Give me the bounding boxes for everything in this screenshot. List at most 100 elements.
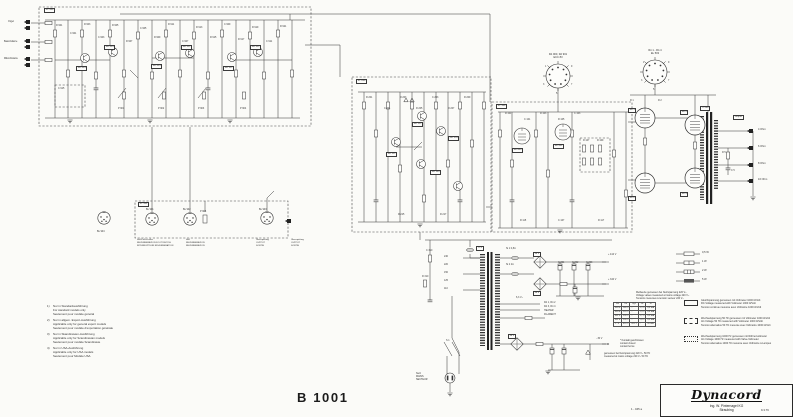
component-label: R 109 xyxy=(597,139,604,142)
wattage-label-3: 2 W xyxy=(702,269,707,272)
title-block: Dynacord Ing. W. Pinternagel KG Straubin… xyxy=(660,384,793,417)
output-jack-label-3: 8 Ohm xyxy=(758,162,766,165)
component-label: C 915 xyxy=(58,87,65,90)
rectifiers-fuses xyxy=(403,97,591,355)
component-label: R 103 xyxy=(540,112,547,115)
component-label: R 915 xyxy=(210,36,217,39)
component-label: P 903 xyxy=(198,107,205,110)
wattage-label-2: 1 W xyxy=(702,260,707,263)
component-label: C 905 xyxy=(140,27,147,30)
doc-number: 1 - 045 a xyxy=(631,407,643,411)
component-label: Gl 2 xyxy=(533,291,541,297)
component-label: BC 107 xyxy=(181,45,193,51)
component-label: Rö 3, Rö 4 xyxy=(544,305,556,308)
component-label: 110 xyxy=(444,287,448,290)
component-label: R 913 xyxy=(196,26,203,29)
component-label: R 310 xyxy=(422,275,429,278)
component-label: Bu 904 xyxy=(97,230,105,233)
component-label: 1 xyxy=(545,65,547,68)
component-label: R 907 xyxy=(126,40,133,43)
component-label: BT 200 xyxy=(356,79,368,85)
component-label: Rö 901 xyxy=(553,144,565,150)
component-label: C 103 xyxy=(574,112,581,115)
component-label: R 903 xyxy=(84,23,91,26)
component-label: Si 2 2A xyxy=(506,263,514,266)
component-label: 9 xyxy=(571,65,573,68)
tubes xyxy=(513,107,706,194)
component-label: 6,3 V~ xyxy=(516,296,523,299)
tube-socket-diagrams xyxy=(542,56,671,92)
component-label: BT 901 xyxy=(138,202,150,208)
component-label: 9 xyxy=(668,61,670,64)
component-label: 5 xyxy=(556,92,558,95)
component-label: + 410 V xyxy=(608,253,617,256)
component-label: Rö 4 xyxy=(680,192,689,198)
component-label: BC 107 xyxy=(412,122,424,128)
mains-transformer xyxy=(480,252,500,350)
component-label: R 201 xyxy=(366,96,373,99)
component-label: R 1 xyxy=(630,99,634,102)
component-label: Rö 3 xyxy=(680,110,689,116)
component-label: Tr 1 xyxy=(476,246,484,252)
component-label: 125 xyxy=(444,279,448,282)
component-label: R 909 xyxy=(154,36,161,39)
component-label: Rö 1, Rö 2 xyxy=(544,301,556,304)
component-label: FILAMENT xyxy=(544,313,556,316)
component-label: S 1 xyxy=(446,339,450,342)
component-label: BC 113 xyxy=(430,170,442,176)
component-label: BC 413 xyxy=(104,45,116,51)
legend-ac50: Wechselspannung 50 Hz gemessen mit Voltm… xyxy=(684,317,770,327)
resistors xyxy=(44,21,730,346)
component-label: R 5 xyxy=(722,151,726,154)
component-label: C 909 xyxy=(224,23,231,26)
company-city: Straubing xyxy=(719,408,734,413)
revision-date: 9.3.76 xyxy=(761,408,769,412)
component-label: C 911 xyxy=(266,40,273,43)
component-label: + 340 V xyxy=(608,278,617,281)
component-label: 3 xyxy=(641,79,643,82)
component-label: C 310 xyxy=(426,249,433,252)
component-label: 7 xyxy=(668,79,670,82)
component-label: C 301 xyxy=(558,261,565,264)
output-jack-label-1: 4 Ohm xyxy=(758,128,766,131)
component-label: Tr 300 xyxy=(700,106,711,112)
output-jack-label-4: 16 Ohm xyxy=(758,178,768,181)
component-label: R 209 xyxy=(464,96,471,99)
component-label: BC 107 xyxy=(386,152,398,158)
component-label: 220 xyxy=(444,263,448,266)
legend-ac1000: Wechselspannung 1000 Hz gemessen mit Röh… xyxy=(684,335,771,345)
component-label: C 101 xyxy=(524,118,531,121)
component-label: 240 xyxy=(444,255,448,258)
model-title: B 1001 xyxy=(297,390,349,405)
component-label: 7 xyxy=(571,83,573,86)
component-label: Si 1 0,8A xyxy=(506,247,516,250)
component-label: R 205 xyxy=(416,107,423,110)
component-label: - 30 V xyxy=(596,337,603,340)
component-label: R 207 xyxy=(448,107,455,110)
component-label: BC 107 xyxy=(223,66,235,72)
component-label: Gl 1 xyxy=(533,252,541,258)
component-label: R 921 xyxy=(280,25,287,28)
component-label: BC 413 xyxy=(76,66,88,72)
component-label: R 107 xyxy=(583,139,590,142)
contact-note: * Kontakt geschlossen contact closed con… xyxy=(620,339,644,349)
section-boxes xyxy=(38,6,633,239)
legend-swatch-solid xyxy=(684,300,698,306)
component-label: R 911 xyxy=(168,23,175,26)
component-label: P 905 xyxy=(200,210,207,213)
legend-swatch-dashed xyxy=(684,318,698,324)
component-label: R 901 xyxy=(56,24,63,27)
legend-swatch-dotted xyxy=(684,336,698,342)
component-label: C 302 xyxy=(572,261,579,264)
wattage-symbols xyxy=(683,251,695,283)
component-label: R 917 xyxy=(238,38,245,41)
component-label: 1 xyxy=(643,61,645,64)
